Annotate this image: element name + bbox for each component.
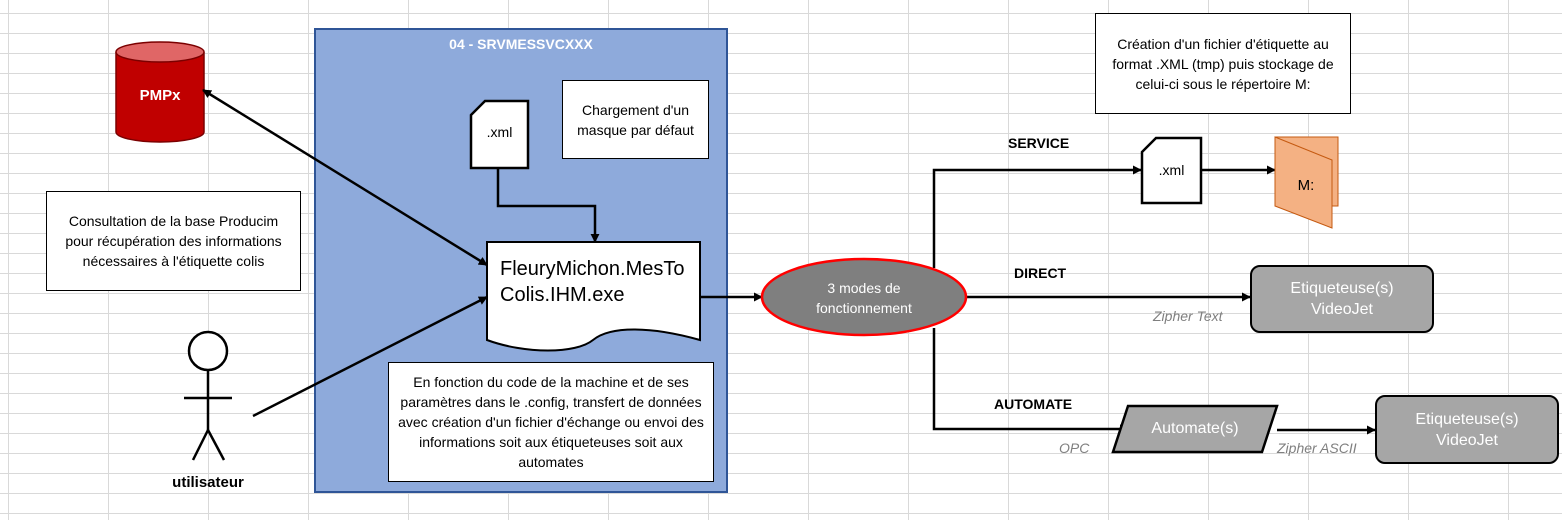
exe-document-shape bbox=[486, 241, 701, 352]
server-title: 04 - SRVMESSVCXXX bbox=[449, 36, 593, 52]
protocol-label-zipher-text: Zipher Text bbox=[1153, 308, 1223, 324]
branch-label-service: SERVICE bbox=[1008, 135, 1070, 151]
database-label: PMPx bbox=[139, 86, 181, 104]
arrow-db-exe bbox=[202, 88, 488, 267]
note-chargement: Chargement d'un masque par défaut bbox=[562, 80, 709, 159]
arrow-automate bbox=[932, 328, 1129, 434]
branch-label-automate: AUTOMATE bbox=[994, 396, 1073, 412]
protocol-label-zipher-ascii: Zipher ASCII bbox=[1277, 440, 1357, 456]
modes-ellipse bbox=[760, 257, 968, 337]
exe-label: FleuryMichon.MesToColis.IHM.exe bbox=[500, 258, 685, 306]
modes-label: 3 modes de fonctionnement bbox=[816, 280, 912, 316]
xml-file-label-service: .xml bbox=[1158, 162, 1185, 178]
etiqueteuse-direct-box: Etiqueteuse(s) VideoJet bbox=[1250, 265, 1434, 333]
automate-shape bbox=[1111, 404, 1279, 454]
xml-file-label-server: .xml bbox=[486, 124, 513, 140]
folder-icon bbox=[1274, 136, 1339, 229]
note-consultation: Consultation de la base Producim pour ré… bbox=[46, 191, 301, 291]
etiqueteuse-automate-box: Etiqueteuse(s) VideoJet bbox=[1375, 395, 1559, 464]
note-fonction: En fonction du code de la machine et de … bbox=[388, 362, 714, 482]
protocol-label-opc: OPC bbox=[1059, 440, 1090, 456]
xml-file-icon-service bbox=[1140, 136, 1203, 205]
user-stick-figure bbox=[184, 330, 232, 461]
arrow-service bbox=[932, 165, 1142, 268]
xml-file-icon-server bbox=[469, 99, 530, 170]
arrow-xml-exe bbox=[496, 168, 600, 243]
actor-label: utilisateur bbox=[172, 473, 244, 491]
note-creation: Création d'un fichier d'étiquette au for… bbox=[1095, 13, 1351, 114]
database-cylinder bbox=[115, 41, 205, 143]
branch-label-direct: DIRECT bbox=[1014, 265, 1067, 281]
folder-label: M: bbox=[1297, 176, 1315, 194]
arrow-user-exe bbox=[252, 295, 488, 418]
automate-label: Automate(s) bbox=[1151, 420, 1239, 437]
